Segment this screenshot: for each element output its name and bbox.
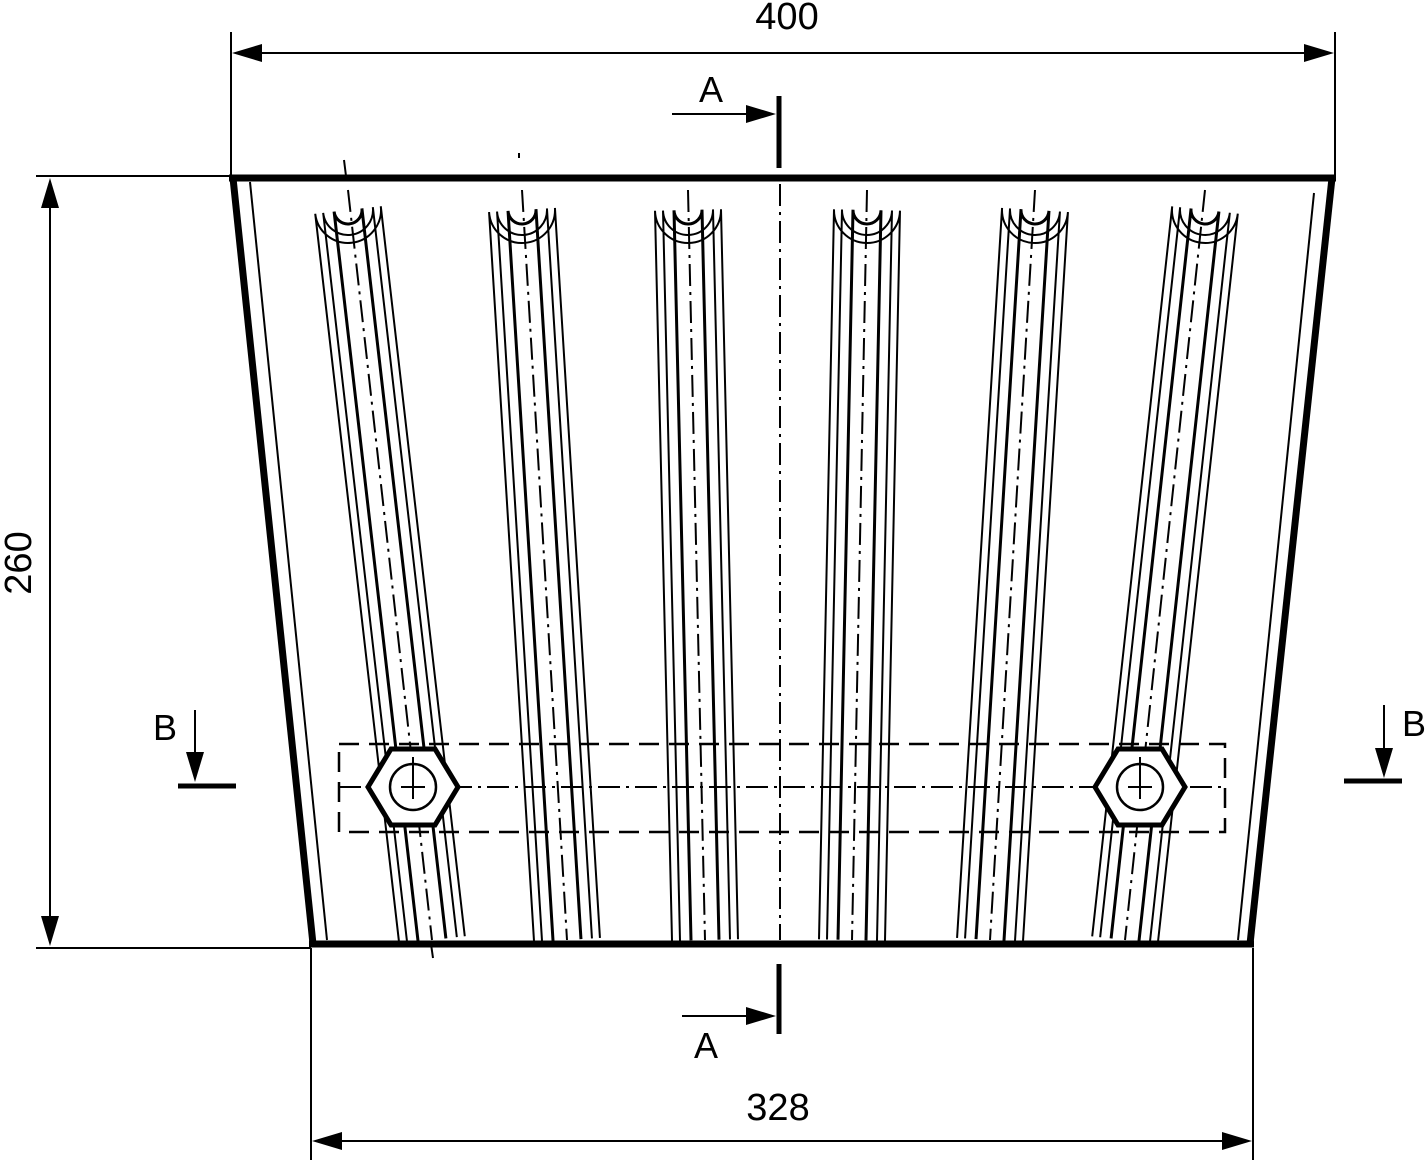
slot-inner-outline <box>332 208 448 942</box>
height-label: 260 <box>0 531 40 594</box>
plate-outline <box>229 174 1336 948</box>
bolt <box>365 746 461 828</box>
slot <box>956 189 1069 943</box>
slot-centerline <box>851 189 868 941</box>
height-dim-arrow-bottom <box>41 916 59 946</box>
top-width-dimension: 400 <box>230 0 1336 176</box>
slot <box>818 189 901 941</box>
section-a-label-top: A <box>699 69 723 110</box>
section-a-marker-top: A <box>672 69 782 168</box>
top-dim-arrow-right <box>1304 44 1334 62</box>
slot-centerline <box>347 189 433 941</box>
slot-middle-outline <box>496 208 593 942</box>
height-dim-arrow-top <box>41 178 59 208</box>
plate-right-inner-edge <box>1237 192 1315 941</box>
section-a-label-bottom: A <box>694 1025 718 1066</box>
tick-mark-3 <box>430 943 434 959</box>
slot-inner-outline <box>836 209 883 941</box>
slot <box>654 189 739 941</box>
slot-centerline <box>521 189 568 941</box>
section-a-marker-bottom: A <box>682 964 782 1066</box>
slot <box>1091 189 1239 944</box>
section-b-label-left: B <box>153 707 177 748</box>
section-b-arrow-left-head <box>186 752 204 782</box>
height-dimension: 260 <box>0 175 311 949</box>
top-dim-arrow-left <box>232 44 262 62</box>
slots-group <box>314 189 1239 944</box>
slot-inner-outline <box>672 209 721 941</box>
tick-mark-1 <box>343 159 347 177</box>
section-a-arrow-top-head <box>746 105 776 123</box>
slot-outer-outline <box>314 206 466 944</box>
section-b-label-right: B <box>1402 703 1426 744</box>
slot-inner-outline <box>1109 208 1221 942</box>
top-width-label: 400 <box>755 0 818 38</box>
slot-middle-outline <box>964 208 1061 942</box>
slot-outer-outline <box>956 207 1069 943</box>
bolts-group <box>365 746 1188 828</box>
slot-centerline <box>1124 189 1206 941</box>
slot-outer-outline <box>1091 206 1239 944</box>
bottom-dim-arrow-left <box>312 1132 342 1150</box>
hidden-bar <box>337 742 1227 834</box>
bottom-width-label: 328 <box>746 1087 809 1129</box>
slot-centerline <box>687 189 706 941</box>
slot-middle-outline <box>1099 207 1231 943</box>
bolt <box>1092 746 1188 828</box>
slot <box>488 189 601 943</box>
slot-middle-outline <box>322 207 458 943</box>
plate-right-edge <box>1246 177 1336 945</box>
slot-inner-outline <box>506 209 583 941</box>
section-b-marker-left: B <box>153 707 236 789</box>
slot-inner-outline <box>974 209 1051 941</box>
bottom-width-dimension: 328 <box>310 948 1254 1160</box>
plate-left-edge <box>229 177 317 945</box>
section-b-arrow-right-head <box>1375 748 1393 778</box>
slot-centerline <box>989 189 1036 941</box>
slot-outer-outline <box>488 207 601 943</box>
bottom-dim-arrow-right <box>1222 1132 1252 1150</box>
section-b-marker-right: B <box>1344 703 1426 784</box>
section-a-arrow-bottom-head <box>746 1007 776 1025</box>
slot <box>314 189 466 944</box>
plate-left-inner-edge <box>249 181 328 941</box>
